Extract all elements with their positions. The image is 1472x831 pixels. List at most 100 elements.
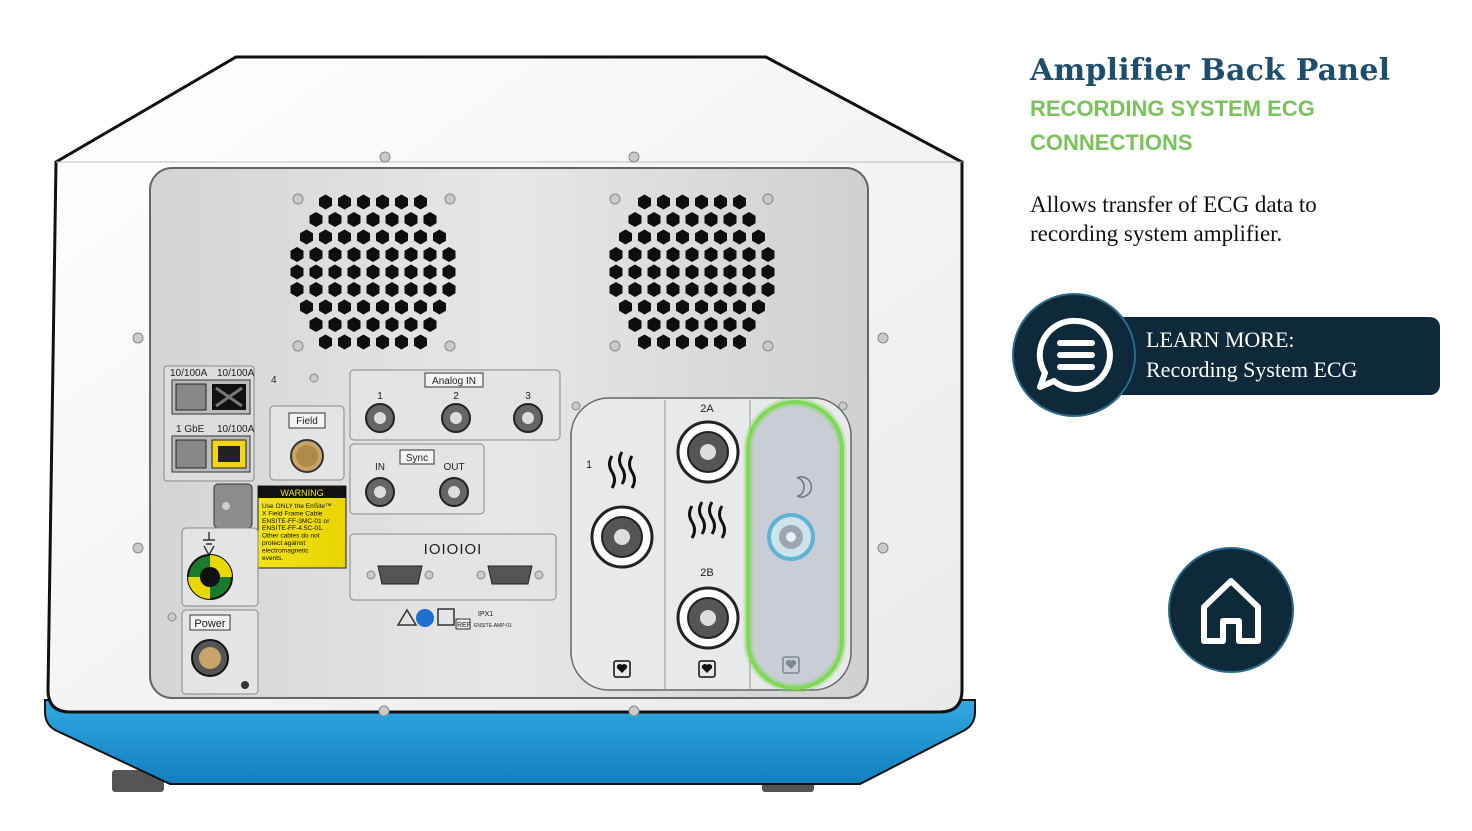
grille-hole [628,317,642,332]
grille-hole [385,317,399,332]
svg-text:Sync: Sync [406,453,428,464]
device-base [44,699,976,785]
svg-text:IOIOIOI: IOIOIOI [424,541,483,558]
grille-hole [319,194,332,210]
home-button[interactable] [1168,547,1294,673]
grille-hole [685,282,699,297]
grille-hole [609,247,623,262]
grille-hole [704,282,718,297]
grille-hole [752,229,765,245]
grille-hole [666,317,680,332]
serial-ports: IOIOIOI [349,533,557,601]
grille-hole [309,317,323,332]
learn-more-label: LEARN MORE: Recording System ECG [1146,325,1357,385]
grille-hole [638,194,651,210]
grille-hole [395,334,408,350]
svg-text:2A: 2A [700,403,714,415]
grille-hole [723,264,737,280]
grille-hole [647,247,661,262]
grille-hole [761,264,775,280]
grille-hole [319,229,332,245]
info-panel: Amplifier Back Panel RECORDING SYSTEM EC… [1030,52,1450,248]
grille-hole [628,264,642,280]
grille-hole [666,282,680,297]
grille-hole [733,299,746,315]
grille-hole [347,264,361,280]
grille-hole [714,299,727,315]
ground-connector [181,527,259,607]
grille-hole [638,229,651,245]
grille-hole [723,247,737,262]
grille-hole [761,247,775,262]
grille-hole [628,247,642,262]
grille-hole [442,264,456,280]
grille-hole [376,334,389,350]
grille-hole [423,247,437,262]
warning-text-line: events. [262,555,283,562]
grille-hole [676,229,689,245]
grille-hole [347,317,361,332]
grille-hole [733,334,746,350]
svg-text:ENSITE-AMP-01: ENSITE-AMP-01 [474,623,512,629]
grille-hole [676,334,689,350]
grille-hole [404,212,418,227]
page-subtitle: RECORDING SYSTEM ECG CONNECTIONS [1030,96,1315,155]
grille-hole [357,194,370,210]
learn-more-line2: Recording System ECG [1146,357,1358,382]
grille-hole [347,282,361,297]
grille-hole [647,317,661,332]
grille-hole [676,194,689,210]
grille-hole [742,282,756,297]
warning-text-line: protect against [262,540,305,547]
grille-hole [366,317,380,332]
grille-hole [628,282,642,297]
regulatory-symbols: REF IPX1 ENSITE-AMP-01 [396,608,512,630]
learn-more-line1: LEARN MORE: [1146,327,1295,352]
warning-text-line: Use ONLY the EnSite™ [262,503,332,510]
grille-hole [338,334,351,350]
grille-hole [657,299,670,315]
grille-hole [290,247,304,262]
grille-hole [423,212,437,227]
grille-hole [685,317,699,332]
grille-hole [309,282,323,297]
warning-text-line: ENSITE-FF-3MC-01 or [262,518,330,525]
svg-text:10/100A: 10/100A [170,368,208,379]
grille-hole [704,212,718,227]
grille-hole [338,299,351,315]
svg-text:4: 4 [271,375,277,386]
grille-hole [395,194,408,210]
svg-text:2B: 2B [700,567,713,579]
svg-text:10/100A: 10/100A [217,424,255,435]
grille-hole [609,282,623,297]
grille-hole [328,317,342,332]
grille-hole [442,282,456,297]
power-connector: Power [167,609,259,695]
grille-hole [347,247,361,262]
svg-text:IPX1: IPX1 [478,611,493,618]
svg-text:3: 3 [525,391,531,402]
grille-hole [723,282,737,297]
grille-hole [376,299,389,315]
grille-hole [666,247,680,262]
svg-text:10/100A: 10/100A [217,368,255,379]
grille-hole [742,264,756,280]
grille-hole [309,247,323,262]
grille-hole [619,229,632,245]
grille-hole [609,264,623,280]
grille-hole [357,299,370,315]
grille-hole [414,299,427,315]
grille-hole [638,299,651,315]
grille-hole [290,264,304,280]
grille-hole [376,229,389,245]
learn-more-button[interactable]: LEARN MORE: Recording System ECG [1012,293,1442,421]
grille-hole [385,264,399,280]
grille-hole [414,229,427,245]
grille-hole [714,194,727,210]
grille-hole [704,317,718,332]
grille-hole [742,317,756,332]
grille-hole [714,334,727,350]
grille-hole [404,247,418,262]
grille-hole [695,194,708,210]
